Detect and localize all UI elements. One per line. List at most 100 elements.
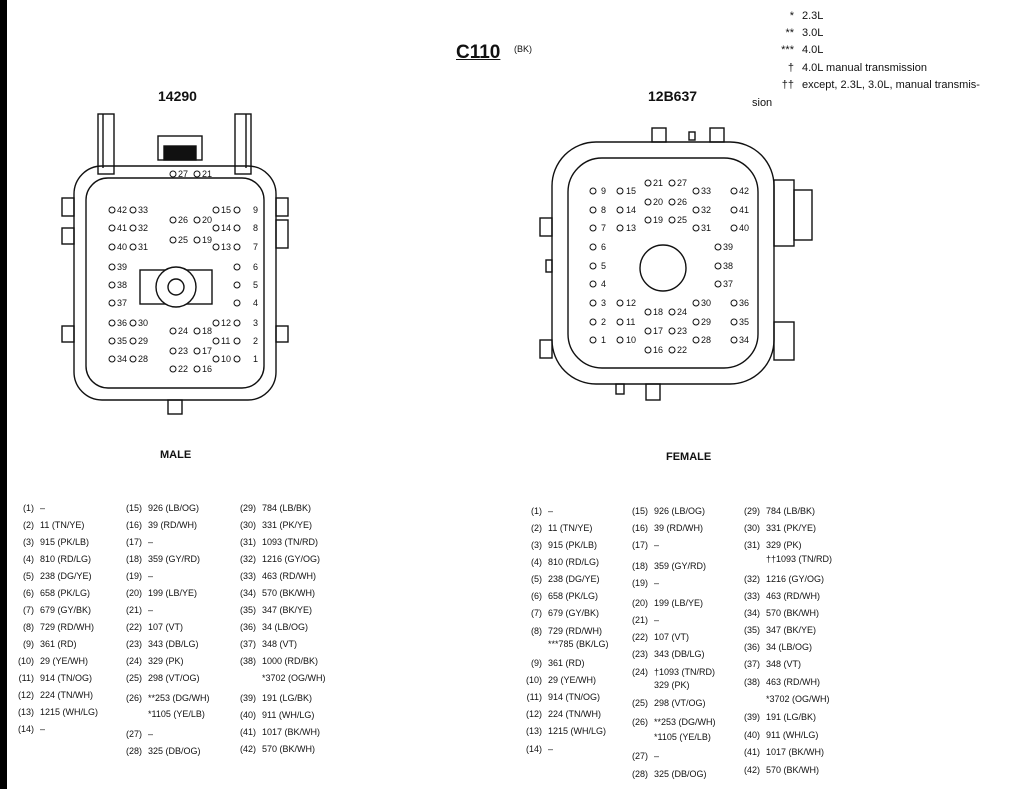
pin-label: 30: [138, 318, 148, 328]
pin-label: 14: [626, 205, 636, 215]
pin-row: (3)915 (PK/LB): [23, 537, 90, 547]
pin-row: (7)679 (GY/BK): [23, 605, 92, 615]
pin-label: 1: [253, 354, 258, 364]
pin-row: ***785 (BK/LG): [548, 639, 609, 649]
pin-hole: [668, 198, 676, 206]
pin-row: (35)347 (BK/YE): [743, 625, 817, 635]
pin-label: 21: [202, 169, 212, 179]
pin-row: (31)1093 (TN/RD): [239, 537, 319, 547]
pin-row: (3)915 (PK/LB): [531, 540, 598, 550]
pin-hole: [616, 299, 624, 307]
pin-row: (32)1216 (GY/OG): [239, 554, 321, 564]
pin-row: (34)570 (BK/WH): [239, 588, 316, 598]
pin-row: (29)784 (LB/BK): [239, 503, 312, 513]
legend-row: ††except, 2.3L, 3.0L, manual transmis-: [781, 79, 980, 91]
pin-hole: [212, 224, 220, 232]
pin-hole: [169, 327, 177, 335]
latch: [234, 113, 252, 175]
pin-row: ††1093 (TN/RD): [766, 554, 833, 564]
pin-row: (25)298 (VT/OG): [631, 698, 706, 708]
bottom-tab: [645, 383, 661, 401]
pin-row: (24)†1093 (TN/RD): [631, 667, 716, 677]
pin-label: 28: [701, 335, 711, 345]
pin-label: 41: [739, 205, 749, 215]
pin-hole: [233, 337, 241, 345]
pin-label: 18: [653, 307, 663, 317]
pin-row: (4)810 (RD/LG): [531, 557, 600, 567]
pin-label: 28: [138, 354, 148, 364]
pin-label: 3: [253, 318, 258, 328]
pin-label: 3: [601, 298, 606, 308]
pin-row: (29)784 (LB/BK): [743, 506, 816, 516]
pin-row: (6)658 (PK/LG): [531, 591, 599, 601]
pin-label: 42: [117, 205, 127, 215]
pin-hole: [193, 327, 201, 335]
top-tab: [651, 127, 667, 143]
pin-hole: [644, 179, 652, 187]
pin-label: 38: [723, 261, 733, 271]
pin-hole: [589, 224, 597, 232]
pin-label: 34: [117, 354, 127, 364]
pin-label: 16: [202, 364, 212, 374]
pin-hole: [730, 224, 738, 232]
pin-label: 38: [117, 280, 127, 290]
pin-hole: [169, 365, 177, 373]
pin-label: 29: [701, 317, 711, 327]
pin-hole: [212, 319, 220, 327]
top-tab: [709, 127, 725, 143]
pin-hole: [644, 216, 652, 224]
pin-hole: [714, 280, 722, 288]
pin-hole: [589, 262, 597, 270]
pin-row: (38)1000 (RD/BK): [239, 656, 319, 666]
pin-hole: [193, 365, 201, 373]
pin-row: (40)911 (WH/LG): [743, 730, 819, 740]
pin-hole: [193, 236, 201, 244]
pin-row: (13)1215 (WH/LG): [17, 707, 99, 717]
pin-label: 9: [253, 205, 258, 215]
pin-label: 35: [739, 317, 749, 327]
pin-hole: [730, 336, 738, 344]
pin-label: 37: [723, 279, 733, 289]
pin-label: 36: [739, 298, 749, 308]
pin-row: (17)–: [631, 540, 660, 550]
pin-row: (11)914 (TN/OG): [18, 673, 93, 683]
female-pinout-col-1: (1)– (2)11 (TN/YE) (3)915 (PK/LB) (4)810…: [516, 505, 636, 765]
pin-label: 18: [202, 326, 212, 336]
scan-edge-bar: [0, 0, 7, 789]
pin-hole: [692, 224, 700, 232]
legend-row: †4.0L manual transmission: [787, 62, 927, 74]
pin-label: 39: [723, 242, 733, 252]
pin-row: (36)34 (LB/OG): [239, 622, 309, 632]
pin-row: *3702 (OG/WH): [262, 673, 326, 683]
pin-label: 27: [178, 169, 188, 179]
pin-label: 15: [626, 186, 636, 196]
latch: [97, 113, 115, 175]
pin-hole: [129, 206, 137, 214]
pin-hole: [589, 299, 597, 307]
pin-label: 2: [601, 317, 606, 327]
pin-label: 10: [221, 354, 231, 364]
pin-label: 30: [701, 298, 711, 308]
pin-label: 31: [701, 223, 711, 233]
pin-hole: [616, 187, 624, 195]
pin-label: 11: [626, 317, 635, 327]
pin-hole: [193, 216, 201, 224]
pin-hole: [129, 224, 137, 232]
pin-row: (40)911 (WH/LG): [239, 710, 315, 720]
pin-hole: [644, 198, 652, 206]
pin-row: (42)570 (BK/WH): [743, 765, 820, 775]
top-key-fill: [163, 145, 197, 161]
legend-wrap-text: sion: [752, 97, 773, 109]
pin-label: 9: [601, 186, 606, 196]
pin-row: (10)29 (YE/WH): [17, 656, 89, 666]
pin-row: (2)11 (TN/YE): [531, 523, 593, 533]
pin-hole: [589, 187, 597, 195]
side-tab: [545, 259, 553, 273]
pin-hole: [730, 187, 738, 195]
pin-label: 5: [253, 280, 258, 290]
pin-row: (11)914 (TN/OG): [526, 692, 601, 702]
pin-row: (2)11 (TN/YE): [23, 520, 85, 530]
pin-row: (27)–: [631, 751, 660, 761]
pin-hole: [212, 206, 220, 214]
pin-label: 1: [601, 335, 606, 345]
